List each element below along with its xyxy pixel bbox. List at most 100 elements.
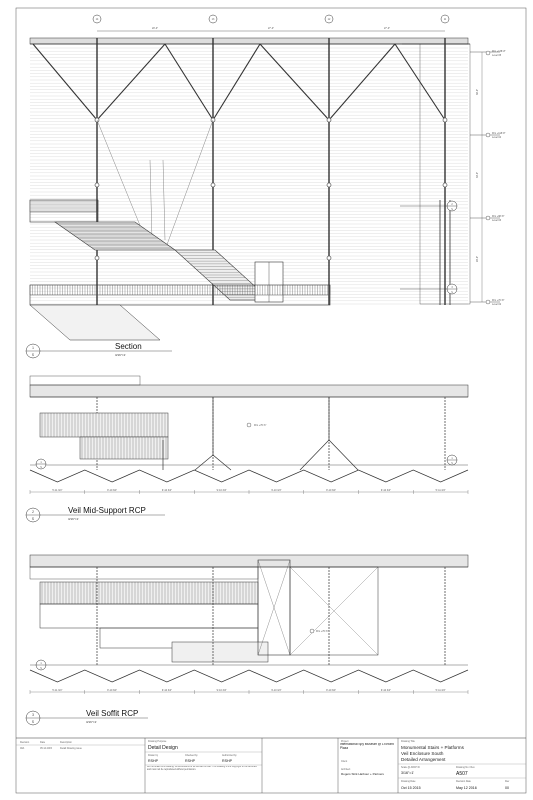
svg-text:Drawing No / Rev: Drawing No / Rev <box>456 766 476 769</box>
grid-label-12: 12 <box>328 18 331 21</box>
grid-bubble-14 <box>92 14 102 24</box>
drawing-title: Section <box>115 342 142 351</box>
revision-table: Revision Date Description 00A 05.14.2015… <box>16 741 145 750</box>
rcp-dimension-label: 9'-10 3/4" <box>381 689 391 692</box>
ffl-tag: FFL +76'-6" <box>254 424 266 427</box>
veil-zigzag <box>29 469 469 483</box>
level-name-04: Level 04 <box>492 136 502 139</box>
stair-treads <box>41 413 167 459</box>
stair-treads <box>55 221 270 301</box>
grid-spacing-1: 20'-0" <box>152 27 158 30</box>
drawing-title-mid-support: 2 S Veil Mid-Support RCP 3/16"=1' <box>25 506 165 523</box>
section-drawing: FFL +138'-8" Level 05 FFL +118'-8" Level… <box>25 37 506 359</box>
rcp-dimension-label: 9'-10 3/4" <box>217 489 227 492</box>
drawing-scale: 3/16"=1' <box>68 517 79 521</box>
rcp-dimension-label: 5'-11 3/4" <box>52 689 62 692</box>
rcp-dimension-label: 9'-10 3/4" <box>162 489 172 492</box>
svg-text:S: S <box>32 720 34 724</box>
grid-label-14: 14 <box>96 18 99 21</box>
svg-text:S: S <box>40 667 42 670</box>
rcp-dimension-label: 9'-10 3/4" <box>326 689 336 692</box>
svg-text:Rev: Rev <box>505 780 510 783</box>
svg-text:Drawing Date: Drawing Date <box>401 780 416 783</box>
rcp-dimension-label: 9'-10 3/4" <box>107 489 117 492</box>
grid-spacing-3: 27'-0" <box>384 27 390 30</box>
drawing-title: Veil Soffit RCP <box>86 709 138 718</box>
svg-text:Drawing Title: Drawing Title <box>401 740 415 743</box>
svg-text:S: S <box>451 462 453 465</box>
rcp-dimension-label: 9'-10 3/4" <box>271 689 281 692</box>
grid-bubble-11 <box>440 14 450 24</box>
svg-text:1: 1 <box>40 662 42 665</box>
revision-number: 00 <box>505 786 509 790</box>
section-marker-3: 3 S <box>400 283 458 295</box>
rcp-dimension-label: 9'-10 3/4" <box>107 689 117 692</box>
drawing-scale: 3/16"=1' <box>115 353 126 357</box>
drawing-title-line-1: Monumental Stairs + Platforms <box>401 745 465 750</box>
svg-text:S: S <box>451 291 453 294</box>
level-name-05: Level 05 <box>492 54 502 57</box>
drawing-scale: 3/16"=1' <box>86 720 97 724</box>
svg-text:1: 1 <box>40 461 42 464</box>
authorized-by: RSHP <box>222 759 233 763</box>
rcp-dimension-label: 5'-11 3/4" <box>436 689 446 692</box>
title-block: Revision Date Description 00A 05.14.2015… <box>16 737 526 793</box>
grid-bubble-12 <box>324 14 334 24</box>
project-name: International Spy Museum @ L'Enfant Plaz… <box>340 743 394 750</box>
cladding-lines <box>30 47 468 305</box>
svg-text:1: 1 <box>32 346 34 350</box>
level-elev-05: FFL +138'-8" <box>492 50 506 53</box>
svg-text:1: 1 <box>451 457 453 460</box>
revision-date: May 12 2016 <box>456 786 477 790</box>
svg-text:2: 2 <box>451 203 453 206</box>
rcp-dimension-label: 9'-10 3/4" <box>217 689 227 692</box>
level-markers: FFL +138'-8" Level 05 FFL +118'-8" Level… <box>470 50 506 306</box>
drawing-title-section: 1 S Section 3/16"=1' <box>25 342 172 359</box>
svg-text:3: 3 <box>451 286 453 289</box>
svg-text:S: S <box>32 517 34 521</box>
drawing-title-line-2: Veil Enclosure South <box>401 751 444 756</box>
level-dim-3: 28'-0" <box>476 256 479 262</box>
svg-text:3: 3 <box>32 713 34 717</box>
rcp-dimension-label: 5'-11 3/4" <box>436 489 446 492</box>
grid-spacing-2: 27'-0" <box>268 27 274 30</box>
rcp-dimension-label: 9'-10 3/4" <box>162 689 172 692</box>
grid-label-13: 13 <box>212 18 215 21</box>
grid-line-labels: 14 13 12 11 20'-0" 27'-0" 27'-0" <box>92 14 450 32</box>
landing-railing <box>29 200 99 213</box>
rcp-dimension-label: 9'-10 3/4" <box>381 489 391 492</box>
svg-text:Revision: Revision <box>20 741 30 744</box>
svg-text:S: S <box>451 208 453 211</box>
drawn-by: RSHP <box>148 759 159 763</box>
svg-text:Architect: Architect <box>341 768 351 771</box>
rcp-dimension-label: 9'-10 3/4" <box>326 489 336 492</box>
rcp-dimensions: 5'-11 3/4" 9'-10 3/4" 9'-10 3/4" 9'-10 3/4"… <box>29 489 469 494</box>
svg-text:Client: Client <box>341 760 347 763</box>
scale-value: 3/16"=1' <box>401 771 414 775</box>
level-name-02: Level 02 <box>492 303 502 306</box>
cut-marker: 1 S 1 S <box>35 454 458 470</box>
svg-text:Scale @ ARCH D: Scale @ ARCH D <box>401 766 420 769</box>
rcp-dimension-label: 9'-10 3/4" <box>271 489 281 492</box>
svg-text:Authorized by: Authorized by <box>222 754 237 757</box>
svg-text:Checked by: Checked by <box>185 754 198 757</box>
svg-text:Project: Project <box>341 740 349 743</box>
drawing-number: A507 <box>456 771 468 777</box>
drawing-title: Veil Mid-Support RCP <box>68 506 146 515</box>
level-dim-1: 38'-0" <box>476 89 479 95</box>
svg-text:Description: Description <box>60 741 73 744</box>
drawing-title-line-3: Detailed Arrangement <box>401 757 446 762</box>
cut-marker: 1 S <box>35 659 47 671</box>
level-elev-02: FFL +70'-8" <box>492 299 504 302</box>
level-name-03: Level 03 <box>492 219 502 222</box>
drawing-date: Oct 15 2015 <box>401 786 421 790</box>
svg-text:Drawn by: Drawn by <box>148 754 159 757</box>
grid-label-11: 11 <box>444 18 447 21</box>
svg-text:05.14.2015: 05.14.2015 <box>40 747 53 750</box>
section-marker-2: 2 S <box>400 200 458 212</box>
level-elev-04: FFL +118'-8" <box>492 132 506 135</box>
rcp-dimensions: 5'-11 3/4" 9'-10 3/4" 9'-10 3/4" 9'-10 3/4"… <box>29 689 469 694</box>
level-elev-03: FFL +98'-8" <box>492 215 504 218</box>
svg-text:Date: Date <box>40 741 46 744</box>
